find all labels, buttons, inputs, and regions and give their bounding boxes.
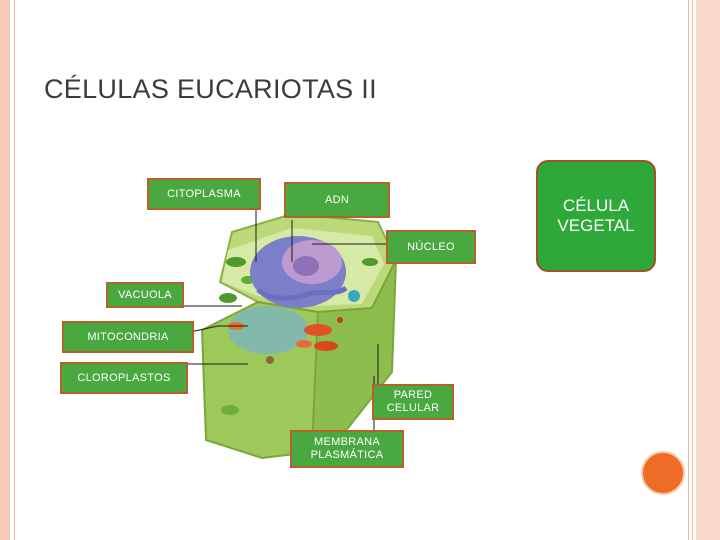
mitochondrion xyxy=(296,340,312,348)
slide-frame-left xyxy=(0,0,10,540)
endoplasmic-reticulum xyxy=(256,285,348,301)
label-nucleo: NÚCLEO xyxy=(386,230,476,264)
chloroplast xyxy=(221,405,239,415)
label-mitocondria: MITOCONDRIA xyxy=(62,321,194,353)
slide-frame-line xyxy=(688,0,689,540)
organelle xyxy=(266,356,274,364)
organelle xyxy=(337,317,343,323)
cell-type-badge: CÉLULA VEGETAL xyxy=(536,160,656,272)
mitochondrion xyxy=(314,341,338,351)
vacuole xyxy=(228,306,308,354)
organelle xyxy=(348,290,360,302)
slide-frame-line xyxy=(692,0,693,540)
chloroplast xyxy=(226,257,246,267)
mitochondrion xyxy=(304,324,332,336)
slide-title: CÉLULAS EUCARIOTAS II xyxy=(44,74,377,104)
label-vacuola: VACUOLA xyxy=(106,282,184,308)
slide-frame-line xyxy=(14,0,15,540)
label-adn: ADN xyxy=(284,182,390,218)
nucleolus xyxy=(293,256,319,276)
slide-frame-right xyxy=(696,0,720,540)
accent-dot xyxy=(641,451,685,495)
leader-line-mitocondria xyxy=(189,325,248,333)
chloroplast xyxy=(219,293,237,303)
label-pared-celular: PARED CELULAR xyxy=(372,384,454,420)
label-citoplasma: CITOPLASMA xyxy=(147,178,261,210)
label-membrana-plasmatica: MEMBRANA PLASMÁTICA xyxy=(290,430,404,468)
label-cloroplastos: CLOROPLASTOS xyxy=(60,362,188,394)
chloroplast xyxy=(362,258,378,266)
